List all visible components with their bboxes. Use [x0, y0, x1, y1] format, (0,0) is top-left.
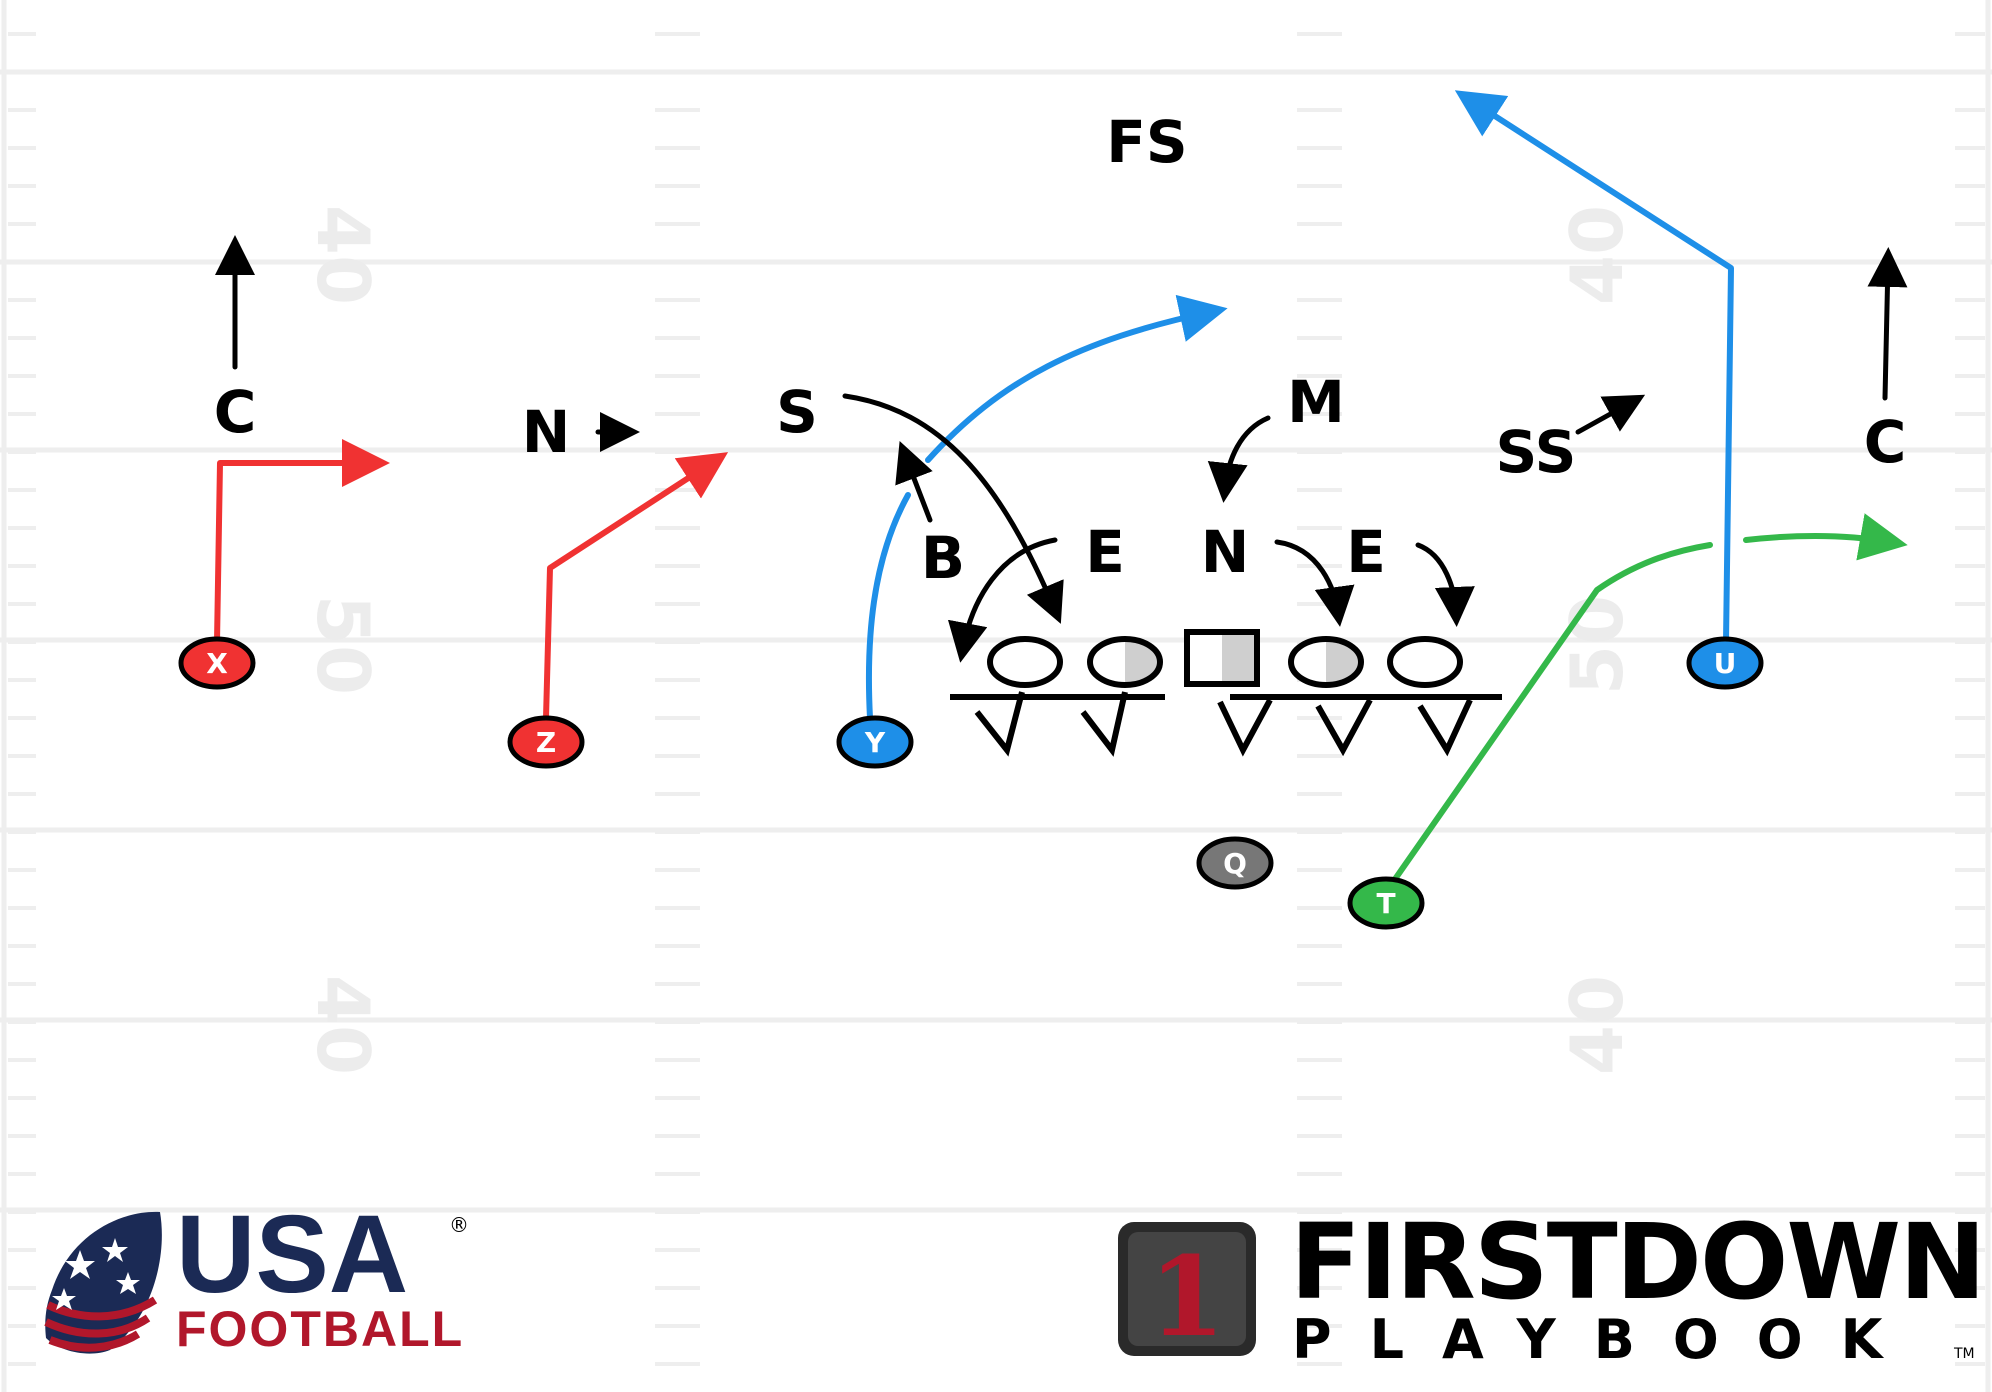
label-m: M: [1287, 368, 1345, 436]
label-e-left: E: [1085, 518, 1125, 586]
y-route-lower: [865, 492, 911, 721]
svg-text:U: U: [1714, 647, 1737, 680]
center: [1184, 629, 1300, 757]
player-u: U: [1686, 636, 1764, 690]
e-right-arrow: [1415, 542, 1475, 627]
svg-text:X: X: [206, 647, 228, 680]
label-fs: FS: [1106, 108, 1187, 176]
label-c-right: C: [1864, 408, 1907, 476]
usa-registered-mark: ®: [449, 1213, 469, 1237]
svg-text:Q: Q: [1223, 847, 1247, 880]
defense-labels: FS C N S M SS B E N E C: [214, 108, 1907, 592]
firstdown-text: FIRSTDOWN: [1290, 1201, 1984, 1323]
firstdown-badge-icon: 1: [1118, 1222, 1256, 1361]
yard-numbers: 40 50 40 40 50 40: [301, 205, 1639, 1075]
n-center-arrow: [1274, 539, 1355, 627]
label-e-right: E: [1346, 518, 1386, 586]
player-y: Y: [836, 715, 914, 769]
b-arrow: [895, 440, 933, 523]
yard-number: 40: [301, 205, 385, 305]
lineman: [950, 636, 1065, 757]
label-s: S: [776, 378, 818, 446]
m-arrow: [1207, 415, 1271, 503]
firstdown-playbook-logo: 1 FIRSTDOWN PLAYBOOK TM: [1118, 1201, 1986, 1371]
label-b: B: [921, 524, 965, 592]
t-route-lower: [1383, 542, 1713, 895]
usa-logo-text: USA: [176, 1193, 408, 1316]
s-arrow: [842, 393, 1064, 624]
c-right-arrow: [1867, 247, 1908, 401]
playbook-text: PLAYBOOK: [1292, 1308, 1921, 1371]
z-route: [543, 452, 729, 721]
offense-players: X Z Y U Q T: [178, 636, 1764, 930]
lineman: [1288, 636, 1405, 757]
e-left-arrow: [947, 537, 1058, 663]
label-n-left: N: [522, 398, 571, 466]
yard-number: 50: [1555, 595, 1639, 695]
football-logo-text: FOOTBALL: [176, 1301, 464, 1357]
trademark-mark: TM: [1953, 1346, 1975, 1362]
player-z: Z: [507, 715, 585, 769]
label-n-center: N: [1201, 518, 1250, 586]
svg-text:Y: Y: [864, 726, 886, 759]
football-flag-icon: [44, 1211, 162, 1354]
lineman: [1050, 636, 1165, 757]
yard-number: 40: [301, 975, 385, 1075]
badge-numeral: 1: [1149, 1232, 1226, 1361]
lineman: [1387, 636, 1502, 757]
player-q: Q: [1196, 836, 1274, 890]
u-route: [1454, 90, 1734, 645]
label-c-left: C: [214, 378, 257, 446]
svg-text:Z: Z: [536, 726, 556, 759]
usa-football-logo: USA ® FOOTBALL: [44, 1193, 469, 1357]
x-route: [214, 439, 390, 645]
yard-number: 40: [1555, 975, 1639, 1075]
offense-routes: [214, 90, 1908, 895]
offensive-line: [950, 629, 1502, 757]
yard-number: 50: [301, 595, 385, 695]
player-t: T: [1347, 876, 1425, 930]
player-x: X: [178, 636, 256, 690]
y-route-upper: [925, 294, 1228, 463]
svg-text:T: T: [1376, 887, 1395, 920]
t-route-upper: [1743, 513, 1908, 561]
yard-number: 40: [1555, 205, 1639, 305]
defense-arrows: [215, 235, 1908, 663]
ss-arrow: [1575, 394, 1646, 435]
label-ss: SS: [1496, 418, 1577, 486]
